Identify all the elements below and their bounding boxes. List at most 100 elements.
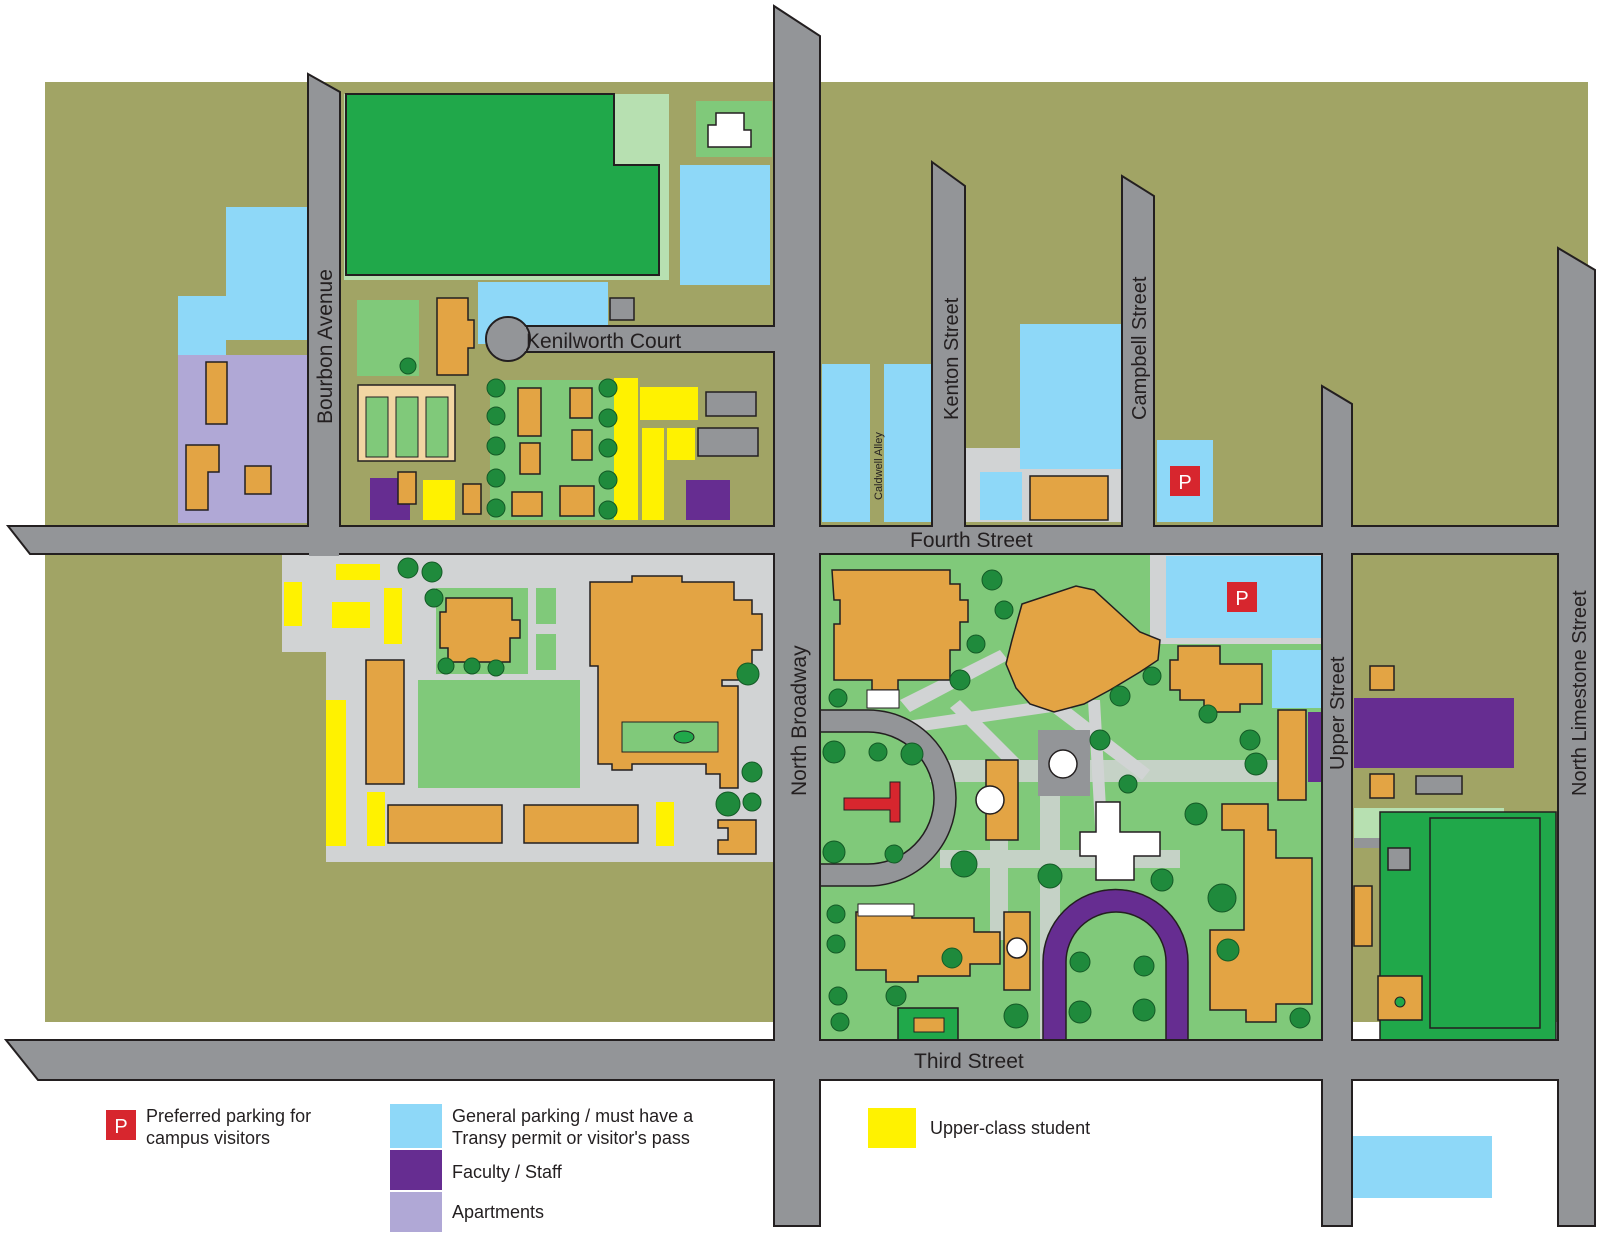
tree [486,436,506,456]
fountain [673,730,695,744]
intersection [772,327,776,351]
intersection [309,524,339,556]
tree [1037,863,1063,889]
street-labels: Bourbon Avenue Kenilworth Court Kenton S… [314,269,1591,1073]
tree [1132,998,1156,1022]
residence-building [571,429,593,461]
campus-building [365,659,405,785]
intersection [1323,524,1351,556]
general-parking-lot-bourbon [178,207,308,355]
tree [742,792,762,812]
southwest-block [282,554,774,862]
walkway [930,760,1280,1040]
tree [1198,704,1218,724]
gray-building [705,391,757,417]
athletics-block [344,93,772,520]
map-legend: P Preferred parking for campus visitors … [106,1104,1090,1232]
tree [1003,1003,1029,1029]
building-annex [857,903,915,917]
tree [399,357,417,375]
residence-building [462,483,482,515]
tree [1089,729,1111,751]
tree [966,634,986,654]
legend-swatch-upper-class [868,1108,916,1148]
upper-class-parking [656,802,674,846]
intersection [1559,1038,1594,1082]
legend-swatch-preferred [106,1110,136,1140]
lawn [536,634,556,670]
preferred-parking-symbol: P [1178,472,1191,494]
faculty-staff-parking [1354,698,1514,768]
campus-building [855,911,1001,983]
legend-preferred-line1: Preferred parking for [146,1106,311,1126]
upper-class-parking [336,564,380,580]
street-label-third-street: Third Street [914,1050,1024,1073]
apartment-building [205,361,228,425]
campus-building [1005,585,1161,713]
upper-class-parking [667,428,695,460]
street-label-kenilworth-court: Kenilworth Court [526,330,681,353]
tree [463,657,481,675]
tree [741,761,763,783]
courtyard [621,721,719,753]
red-monument [843,781,901,823]
tree [736,662,760,686]
rotunda [975,785,1005,815]
residence-building [569,387,593,419]
legend-general-line1: General parking / must have a [452,1106,694,1126]
general-parking-lot [822,364,870,522]
tree [826,904,846,924]
legend-item-faculty-staff: Faculty / Staff [390,1150,563,1190]
campus-building [831,569,969,691]
campus-building [1369,665,1395,691]
tree [598,378,618,398]
faculty-staff-parking [1308,712,1322,782]
preferred-parking-marker [1170,466,1200,496]
tree [598,470,618,490]
street-label-north-broadway: North Broadway [788,645,811,796]
preferred-parking-marker-fourth: P [1227,582,1257,612]
tree [884,844,904,864]
kenton-campbell-blocks [822,324,1213,522]
street-label-north-limestone-street: North Limestone Street [1569,590,1591,796]
tree [830,1012,850,1032]
tree [397,557,419,579]
tree [900,742,924,766]
walkway [900,650,1150,880]
intersection [1123,524,1153,528]
tree [437,657,455,675]
upper-class-parking [332,602,370,628]
tree [1068,1000,1092,1024]
campus-building [1277,709,1307,801]
legend-swatch-faculty [390,1150,442,1190]
street-label-kenton-street: Kenton Street [941,297,963,420]
intersection [1323,1038,1351,1082]
tree [1133,955,1155,977]
tree [822,740,846,764]
general-parking-lot [1272,650,1322,708]
pavilion-building [913,1017,945,1033]
soccer-field [1429,817,1541,1029]
tennis-court [365,396,389,458]
north-limestone-road [1557,246,1596,1227]
tennis-court [425,396,449,458]
upper-class-parking [640,387,698,420]
tree [950,850,978,878]
tree [994,600,1014,620]
tree [486,498,506,518]
rotunda [1006,937,1028,959]
preferred-parking-marker [1227,582,1257,612]
tree [822,840,846,864]
lawn [418,680,580,788]
upper-class-parking [284,582,302,626]
general-parking-lot [980,472,1022,520]
tree [826,934,846,954]
apartment-building [185,444,220,511]
chapel-building [1079,801,1161,881]
tree [1207,883,1237,913]
tree [1216,938,1240,962]
tree [486,378,506,398]
upper-class-parking [642,428,664,520]
tree [1184,802,1208,826]
